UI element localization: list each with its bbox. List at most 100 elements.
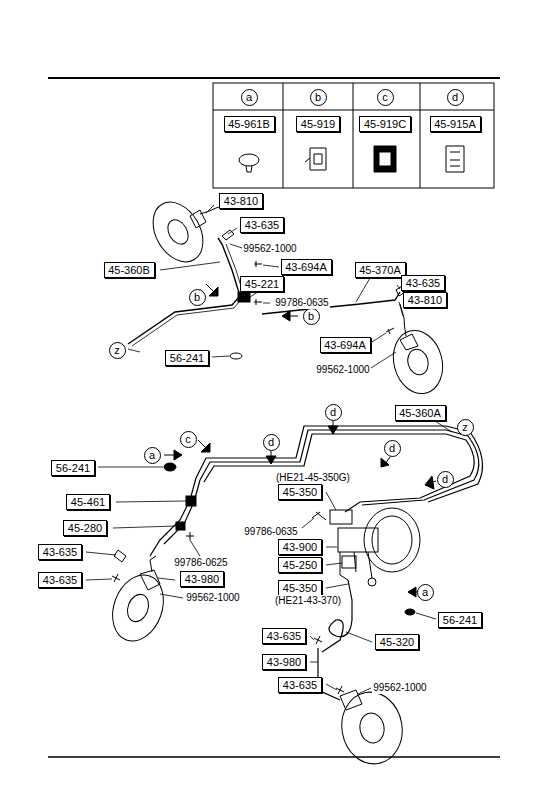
part-number: 45-320: [380, 636, 414, 649]
part-number-box: 45-221: [240, 276, 284, 292]
part-number: 45-919C: [364, 118, 406, 131]
part-number-label: (HE21-45-350G): [275, 472, 351, 484]
callout-circle: b: [189, 289, 206, 306]
part-number-box: 45-919: [296, 116, 340, 132]
callout-circle: d: [437, 471, 454, 488]
part-number: 45-250: [283, 559, 317, 572]
part-number: 56-241: [170, 352, 204, 365]
part-number-box: 45-370A: [355, 262, 406, 278]
part-number-label: 99562-1000: [185, 592, 240, 604]
part-number: 45-360B: [108, 264, 150, 277]
part-number: 45-370A: [359, 264, 401, 277]
callout-circle: d: [325, 404, 342, 421]
callout-circle: b: [310, 89, 327, 106]
part-number-label: 99786-0625: [173, 557, 228, 569]
part-number-box: 45-961B: [224, 116, 275, 132]
part-number: 45-350: [283, 582, 317, 595]
part-number-box: 43-635: [38, 544, 82, 560]
part-number-box: 45-360A: [395, 405, 446, 421]
part-number-box: 43-635: [240, 217, 284, 233]
callout-letter: a: [246, 91, 252, 104]
part-number-box: 45-280: [63, 520, 107, 536]
part-number: 45-461: [71, 496, 105, 509]
part-number: 43-980: [267, 656, 301, 669]
part-number: 56-241: [443, 614, 477, 627]
callout-circle: a: [144, 447, 161, 464]
part-number-box: 43-635: [401, 275, 445, 291]
part-number-box: 56-241: [438, 612, 482, 628]
part-number: 43-694A: [285, 261, 327, 274]
part-number-label: 99786-0635: [243, 526, 298, 538]
part-number-box: 45-915A: [430, 116, 481, 132]
part-number-box: 45-350: [278, 484, 322, 500]
callout-letter: b: [194, 291, 200, 304]
part-number-box: 45-360B: [104, 262, 155, 278]
callout-circle: a: [417, 584, 434, 601]
callout-letter: c: [382, 91, 388, 104]
callout-letter: d: [452, 91, 458, 104]
callout-letter: b: [315, 91, 321, 104]
callout-letter: c: [185, 433, 191, 446]
part-number-box: 43-635: [38, 572, 82, 588]
part-number-box: 43-980: [180, 571, 224, 587]
callout-letter: d: [330, 406, 336, 419]
part-number: 43-635: [406, 277, 440, 290]
callout-circle: a: [241, 89, 258, 106]
callout-letter: b: [308, 310, 314, 323]
part-number: 43-635: [43, 574, 77, 587]
part-number: 43-810: [224, 195, 258, 208]
callout-letter: d: [442, 473, 448, 486]
callout-letter: d: [268, 436, 274, 449]
callout-circle: d: [263, 434, 280, 451]
part-number: 43-635: [267, 630, 301, 643]
part-number: 45-919: [301, 118, 335, 131]
part-number: 45-280: [68, 522, 102, 535]
callout-circle: d: [447, 89, 464, 106]
callout-letter: d: [389, 442, 395, 455]
part-number-box: 45-250: [278, 557, 322, 573]
callout-circle: z: [109, 342, 126, 359]
part-number: 43-900: [283, 541, 317, 554]
part-number-box: 56-241: [165, 350, 209, 366]
part-number: 43-810: [408, 294, 442, 307]
callout-letter: z: [114, 344, 120, 357]
part-number-box: 43-900: [278, 539, 322, 555]
part-number-label: 99786-0635: [274, 297, 329, 309]
part-number: 56-241: [56, 462, 90, 475]
part-number-box: 43-635: [278, 677, 322, 693]
part-number: 45-915A: [434, 118, 476, 131]
part-number: 45-360A: [399, 407, 441, 420]
part-number-label: 99562-1000: [372, 682, 427, 694]
part-number-box: 43-810: [219, 193, 263, 209]
part-number-box: 43-980: [262, 654, 306, 670]
part-number: 45-350: [283, 486, 317, 499]
callout-circle: c: [180, 431, 197, 448]
part-number: 43-980: [185, 573, 219, 586]
part-number-box: 56-241: [51, 460, 95, 476]
part-number: 43-635: [43, 546, 77, 559]
part-number-label: 99562-1000: [315, 364, 370, 376]
part-number-box: 43-694A: [320, 337, 371, 353]
part-number-label: (HE21-43-370): [274, 595, 342, 607]
part-number: 43-694A: [324, 339, 366, 352]
part-number: 45-961B: [228, 118, 270, 131]
callout-letter: z: [462, 421, 468, 434]
part-number-box: 45-919C: [359, 116, 411, 132]
part-number-label: 99562-1000: [242, 243, 297, 255]
part-number: 45-221: [245, 278, 279, 291]
part-number-box: 43-810: [403, 292, 447, 308]
callout-circle: z: [457, 419, 474, 436]
part-number-box: 45-350: [278, 580, 322, 596]
part-number-box: 45-461: [66, 494, 110, 510]
callout-letter: a: [149, 449, 155, 462]
part-number-box: 43-635: [262, 628, 306, 644]
callout-letter: a: [422, 586, 428, 599]
part-number: 43-635: [245, 219, 279, 232]
callout-circle: d: [384, 440, 401, 457]
part-number-box: 45-320: [375, 634, 419, 650]
callout-circle: c: [377, 89, 394, 106]
callout-circle: b: [303, 308, 320, 325]
part-number-box: 43-694A: [281, 259, 332, 275]
part-number: 43-635: [283, 679, 317, 692]
